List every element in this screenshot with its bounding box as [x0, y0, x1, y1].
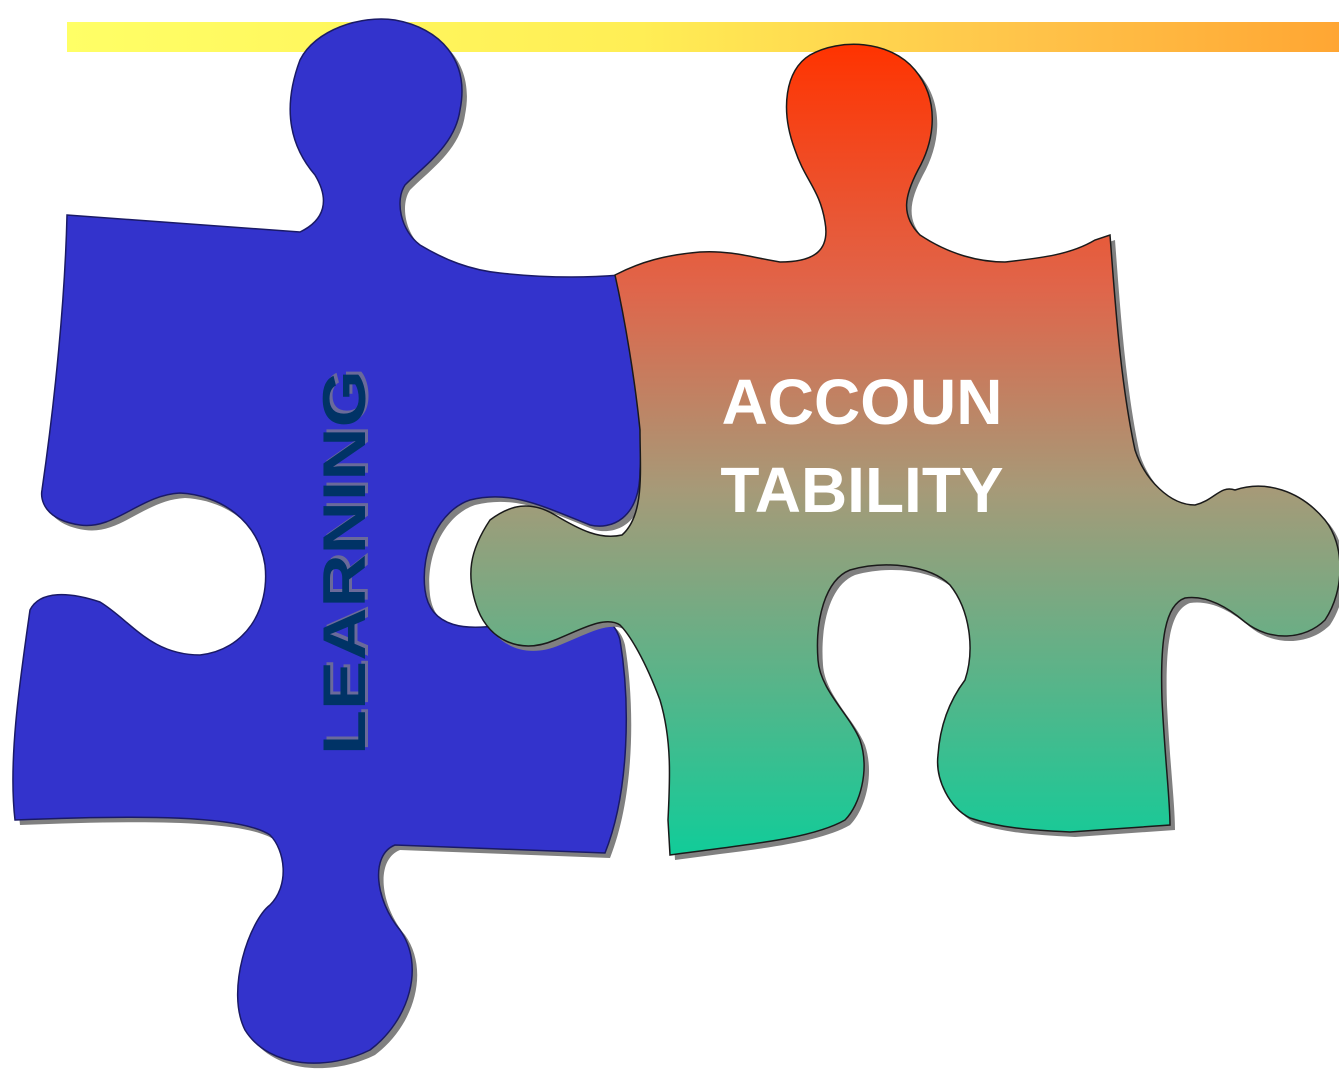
accountability-label-line2: TABILITY — [720, 454, 1003, 526]
accountability-label-line1: ACCOUN — [722, 366, 1003, 438]
learning-label-shadow: LEARNING — [314, 367, 381, 752]
accountability-piece — [470, 43, 1339, 856]
title-accent-bar — [67, 22, 1339, 52]
learning-label: LEARNING — [311, 370, 378, 755]
learning-piece — [12, 18, 642, 1064]
